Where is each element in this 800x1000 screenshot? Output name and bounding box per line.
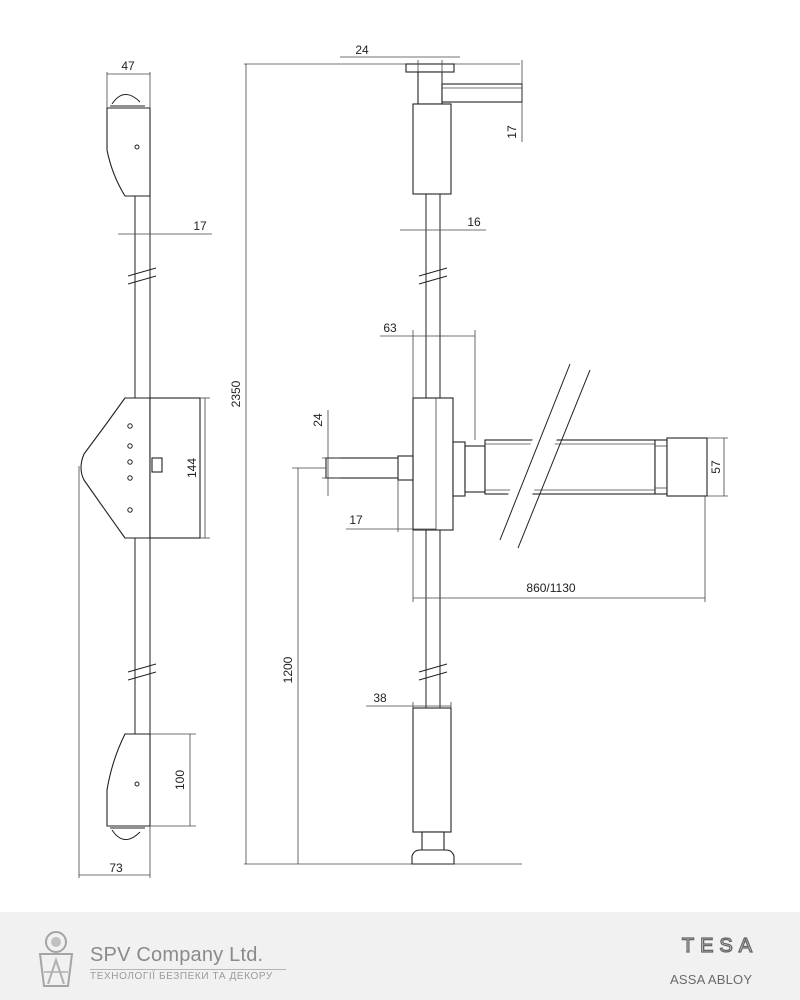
brand-logo-text: TESA: [682, 935, 758, 956]
side-mid-case: [80, 397, 151, 539]
dim-spindle-offset: 17: [349, 513, 363, 527]
company-tagline: ТЕХНОЛОГІЇ БЕЗПЕКИ ТА ДЕКОРУ: [90, 971, 273, 982]
dim-left-rod: 17: [193, 219, 207, 233]
dim-spindle: 24: [311, 413, 325, 427]
dim-handle-height: 1200: [281, 656, 295, 683]
overall-height-dim: 2350: [229, 63, 522, 865]
tesa-logo: TESA: [681, 934, 758, 956]
front-bottom-housing: [412, 707, 452, 833]
footer-bar: SPV Company Ltd. ТЕХНОЛОГІЇ БЕЗПЕКИ ТА Д…: [0, 912, 800, 1000]
dim-bottom-depth: 38: [373, 691, 387, 705]
dim-left-depth: 73: [109, 861, 123, 875]
push-bar: [484, 439, 656, 495]
company-name: SPV Company Ltd.: [90, 944, 264, 966]
front-top-housing: [412, 103, 452, 195]
dim-top-offset: 24: [355, 43, 369, 57]
dim-left-bottom-height: 100: [173, 770, 187, 790]
technical-drawing: 47 17 144 100 73 2350: [78, 43, 728, 878]
front-view: 24 17 16 63 24 17 1200 860/1130: [281, 43, 728, 865]
company-divider: [90, 969, 286, 970]
side-view: 47 17 144 100 73: [78, 59, 212, 878]
spv-shield-logo-icon: [38, 931, 74, 987]
dim-bar-length: 860/1130: [526, 581, 575, 595]
front-central-case: [412, 397, 454, 531]
brand-group: ASSA ABLOY: [670, 972, 753, 987]
dim-bar-height: 57: [709, 460, 723, 474]
side-bottom-latch: [111, 829, 141, 840]
push-bar-mount: [452, 441, 466, 497]
dim-left-mid-height: 144: [185, 458, 199, 478]
dim-left-top-width: 47: [121, 59, 135, 73]
side-bottom-housing: [106, 733, 151, 827]
dim-case-depth: 63: [383, 321, 397, 335]
dim-rod: 16: [467, 215, 481, 229]
dim-top-flange: 17: [505, 125, 519, 139]
side-top-latch: [111, 94, 141, 105]
dim-overall-height: 2350: [229, 380, 243, 407]
side-top-housing: [106, 107, 151, 197]
